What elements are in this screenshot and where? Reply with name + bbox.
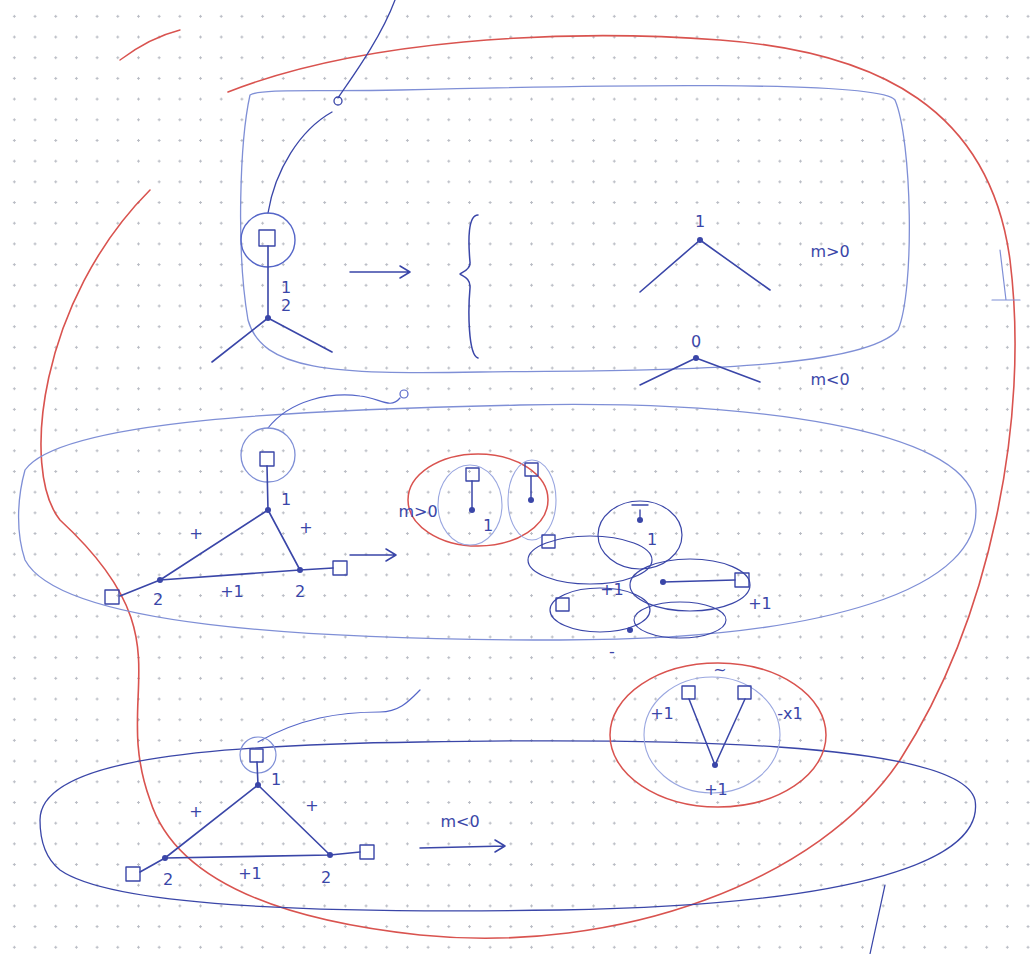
sketch-label: -x1: [777, 705, 802, 723]
sketch-label: +1: [238, 865, 262, 883]
sketch-label: +1: [748, 595, 772, 613]
sketch-label: +1: [220, 583, 244, 601]
sketch-label: m<0: [810, 371, 849, 389]
sketch-label: +1: [650, 705, 674, 723]
region-outline: [40, 741, 976, 911]
sketch-label: 0: [691, 333, 701, 351]
sketch-label: +: [305, 797, 318, 815]
sketch-label: 1: [281, 279, 291, 297]
region-outline: [19, 404, 976, 640]
sketch-label: +: [189, 525, 202, 543]
sketch-label: 2: [281, 297, 291, 315]
sketch-label: ~: [713, 661, 726, 679]
sketch-label: 2: [153, 591, 163, 609]
sketch-label: -: [609, 643, 615, 661]
sketch-label: 1: [271, 771, 281, 789]
region-outline: [241, 86, 910, 373]
sketch-label: +1: [600, 581, 624, 599]
sketch-label: 1: [483, 517, 493, 535]
red-loop: [41, 36, 1015, 938]
sketch-label: m<0: [440, 813, 479, 831]
sketch-label: 1: [281, 491, 291, 509]
sketch-label: +: [189, 803, 202, 821]
sketch-label: 2: [321, 869, 331, 887]
red-stroke: [120, 30, 180, 60]
sketch-label: +1: [704, 781, 728, 799]
sketch-label: 1: [695, 213, 705, 231]
sketch-label: +: [299, 519, 312, 537]
sketch-label: m>0: [810, 243, 849, 261]
sketch-label: 2: [295, 583, 305, 601]
sketch-label: 1: [647, 531, 657, 549]
sketch-label: m>0: [398, 503, 437, 521]
sketch-label: 2: [163, 871, 173, 889]
